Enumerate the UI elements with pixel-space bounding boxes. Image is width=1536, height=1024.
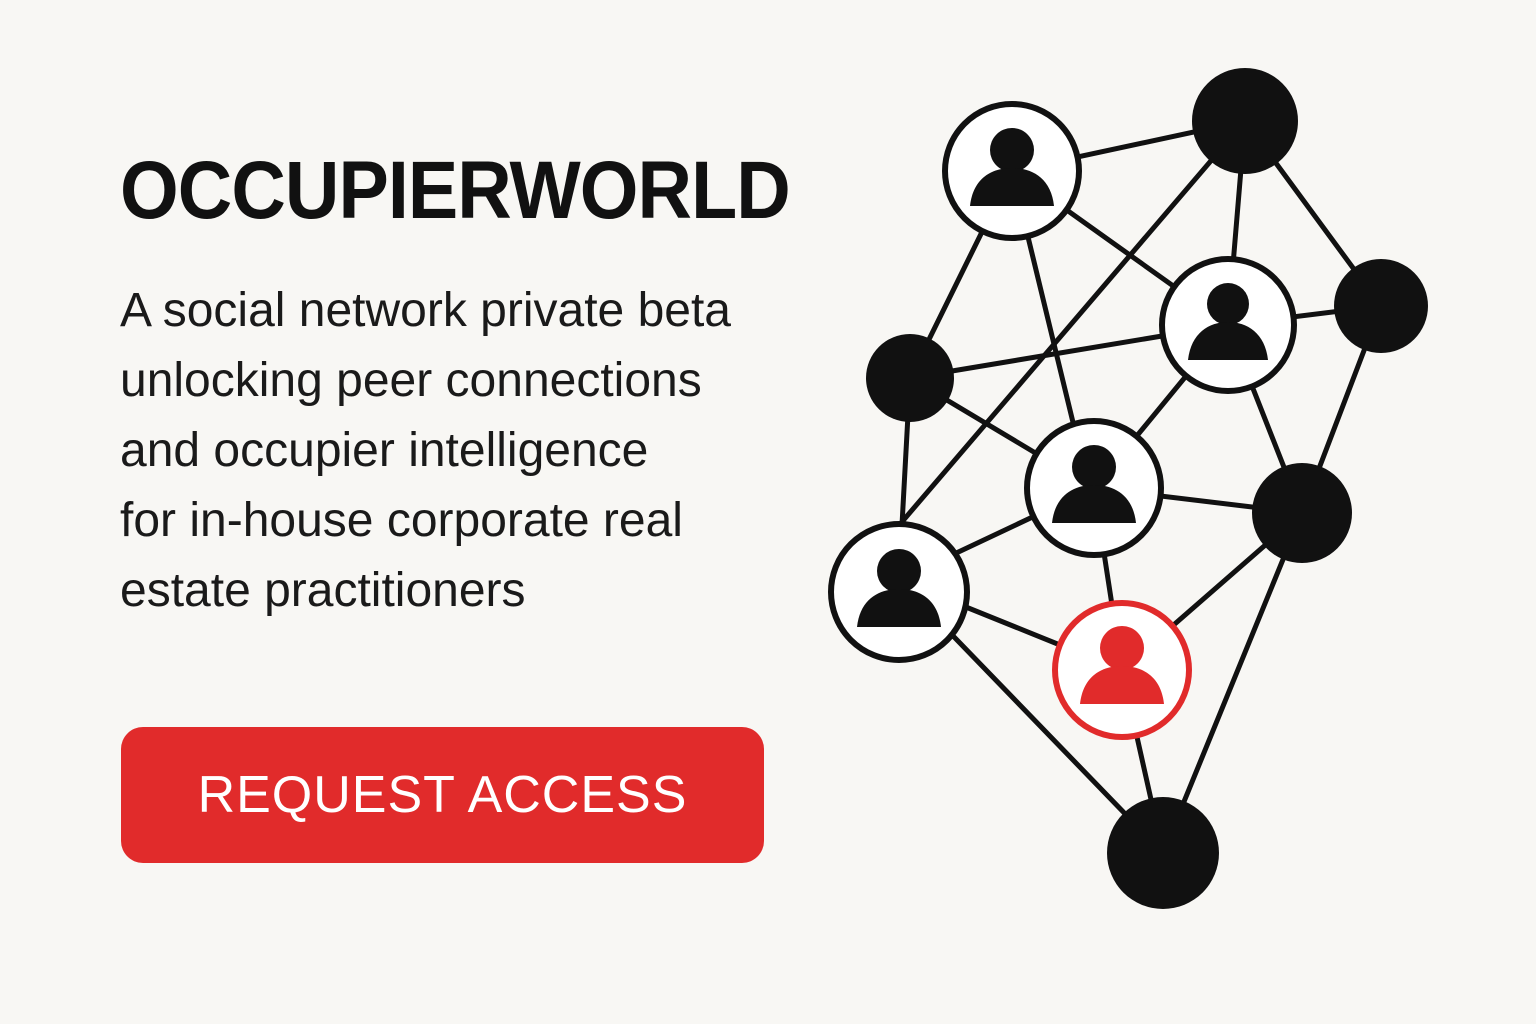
network-node-icon xyxy=(1192,68,1298,174)
hero-copy: OCCUPIERWORLD A social network private b… xyxy=(120,150,820,626)
user-avatar-icon xyxy=(1052,600,1192,740)
network-edge xyxy=(898,118,1248,526)
network-nodes xyxy=(828,68,1428,909)
user-avatar-icon xyxy=(828,521,970,663)
network-edge xyxy=(1160,510,1305,856)
network-node-icon xyxy=(1334,259,1428,353)
user-avatar-icon xyxy=(1159,256,1297,394)
tagline: A social network private beta unlocking … xyxy=(120,276,820,626)
tagline-line: unlocking peer connections xyxy=(120,354,702,407)
tagline-line: for in-house corporate real xyxy=(120,494,683,547)
tagline-line: A social network private beta xyxy=(120,284,731,337)
user-avatar-icon xyxy=(942,101,1082,241)
network-node-icon xyxy=(1252,463,1352,563)
tagline-line: and occupier intelligence xyxy=(120,424,649,477)
network-node-icon xyxy=(1107,797,1219,909)
request-access-button[interactable]: REQUEST ACCESS xyxy=(121,727,764,863)
network-node-icon xyxy=(866,334,954,422)
user-avatar-icon xyxy=(1024,418,1164,558)
tagline-line: estate practitioners xyxy=(120,564,526,617)
brand-title: OCCUPIERWORLD xyxy=(120,145,791,236)
